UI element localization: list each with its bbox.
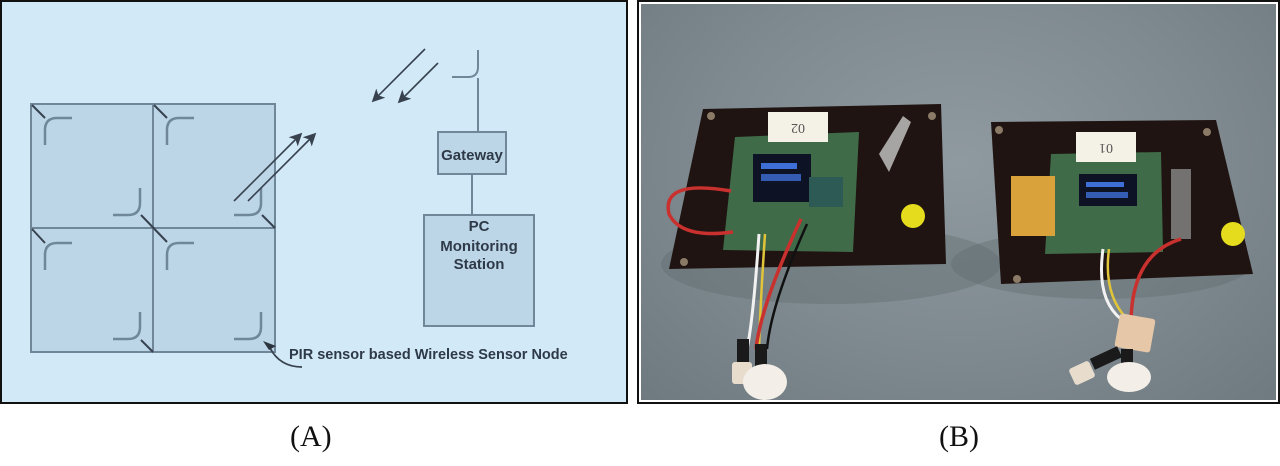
room-cell	[152, 103, 276, 229]
pir-sensor-icon	[165, 116, 194, 145]
caption-a: (A)	[290, 420, 332, 453]
pir-sensor-icon	[43, 116, 72, 145]
pir-sensor-cable-01	[1069, 237, 1182, 392]
sensor-node-01: 01	[991, 120, 1253, 284]
pir-lens-icon	[743, 364, 787, 400]
gateway-label: Gateway	[441, 147, 503, 164]
push-button-icon	[901, 204, 925, 228]
pc-monitoring-station-box	[423, 214, 535, 327]
pir-lens-icon	[1069, 361, 1095, 385]
room-cell	[152, 227, 276, 353]
network-diagram: Gateway PC Monitoring Station PIR sensor…	[30, 48, 568, 368]
node-tag-02: 02	[791, 120, 805, 135]
pir-sensor-icon	[43, 241, 72, 270]
arrow-pointer-icon	[263, 341, 276, 350]
pc-label-line2: Monitoring	[440, 238, 517, 255]
pir-sensor-cable-02	[732, 218, 809, 400]
pir-sensor-icon	[113, 188, 142, 217]
corner-ticks	[31, 104, 276, 353]
arrow-down-left-icon	[397, 62, 439, 104]
room-cell	[30, 227, 154, 353]
photo-illustration: 02	[661, 104, 1253, 400]
hardware-photo-panel: 02	[637, 0, 1280, 404]
arrow-down-left-icon	[371, 48, 426, 103]
sensor-node-02: 02	[666, 104, 946, 269]
arrow-up-right-icon	[247, 132, 317, 202]
pc-label-line1: PC	[469, 218, 490, 235]
sensor-node-pointer	[263, 341, 303, 368]
arrow-up-right-icon	[233, 132, 303, 202]
downlink-arrows	[371, 48, 439, 104]
caption-b: (B)	[939, 420, 979, 453]
connector-block	[1114, 313, 1156, 353]
room-cell	[30, 103, 154, 229]
sensor-grid	[30, 103, 276, 353]
push-button-icon	[1221, 222, 1245, 246]
network-diagram-panel: Gateway PC Monitoring Station PIR sensor…	[0, 0, 628, 404]
node-tag-01: 01	[1099, 140, 1113, 155]
sensor-nodes-photo: 02	[641, 4, 1276, 400]
pir-sensor-icon	[234, 312, 263, 341]
pir-lens-icon	[1107, 362, 1151, 392]
pir-sensor-icon	[165, 241, 194, 270]
uplink-arrows	[233, 132, 317, 202]
pc-label-line3: Station	[454, 256, 505, 273]
sensor-node-label: PIR sensor based Wireless Sensor Node	[289, 347, 568, 363]
pir-sensor-icon	[113, 312, 142, 341]
pir-sensor-icon	[234, 188, 263, 217]
gateway-antenna-icon	[452, 50, 479, 132]
pir-sensors	[43, 116, 263, 341]
gateway-box	[437, 131, 507, 175]
